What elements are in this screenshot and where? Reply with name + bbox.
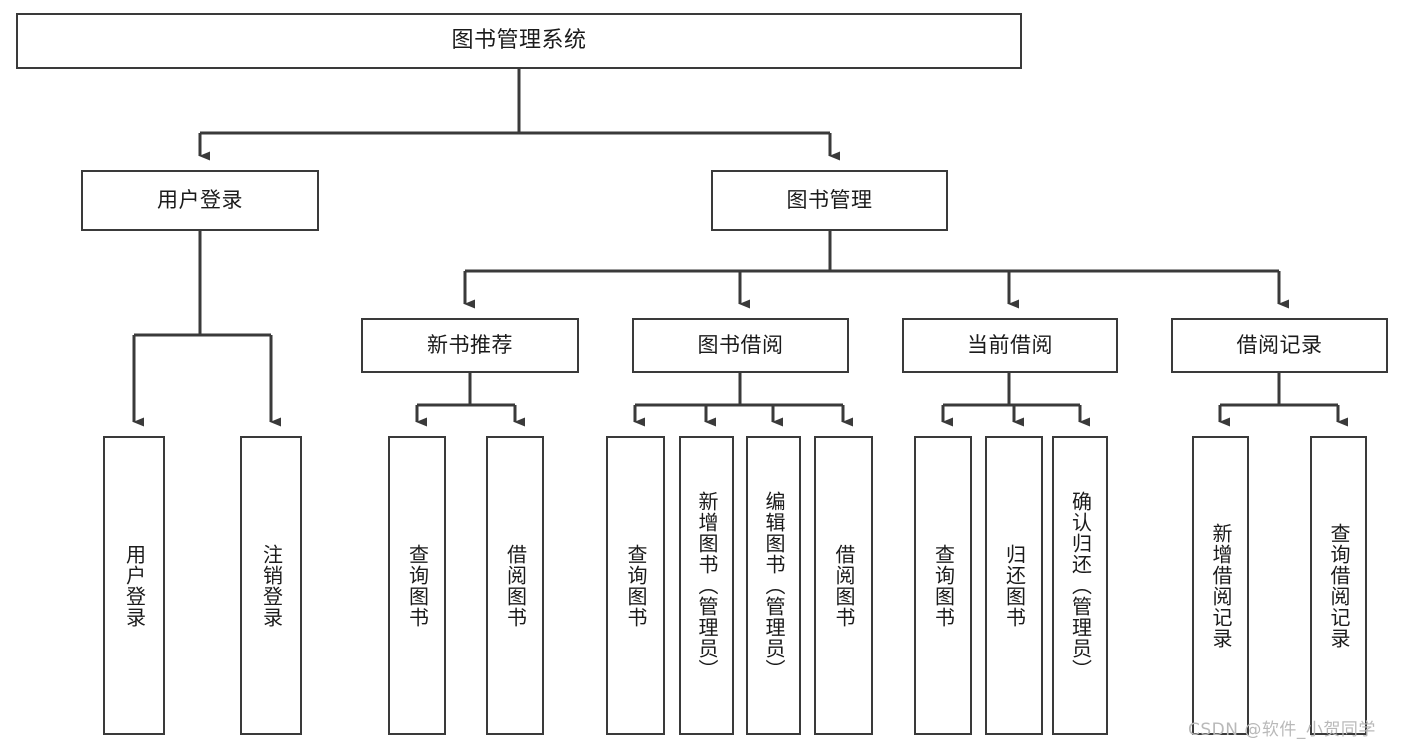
node-label: 用户登录 xyxy=(157,187,243,212)
node-label: 编辑图书（管理员） xyxy=(762,491,786,680)
node-leaf-query-books-borrow[interactable]: 查询图书 xyxy=(606,436,665,735)
node-leaf-return-books[interactable]: 归还图书 xyxy=(985,436,1043,735)
node-root-book-management-system[interactable]: 图书管理系统 xyxy=(16,13,1022,69)
node-leaf-add-borrow-record[interactable]: 新增借阅记录 xyxy=(1192,436,1249,735)
node-leaf-borrow-books-newbook[interactable]: 借阅图书 xyxy=(486,436,544,735)
csdn-watermark: CSDN @软件_小贺同学 xyxy=(1188,720,1376,740)
node-label: 图书管理 xyxy=(786,187,873,212)
node-leaf-add-book-admin[interactable]: 新增图书（管理员） xyxy=(679,436,734,735)
node-leaf-edit-book-admin[interactable]: 编辑图书（管理员） xyxy=(746,436,801,735)
node-label: 图书借阅 xyxy=(697,332,784,357)
node-current-borrowing[interactable]: 当前借阅 xyxy=(902,318,1118,373)
node-new-book-recommendation[interactable]: 新书推荐 xyxy=(361,318,579,373)
node-user-login[interactable]: 用户登录 xyxy=(81,170,319,231)
node-leaf-query-books-newbook[interactable]: 查询图书 xyxy=(388,436,446,735)
node-label: 查询图书 xyxy=(405,543,430,628)
node-leaf-confirm-return-admin[interactable]: 确认归还（管理员） xyxy=(1052,436,1108,735)
node-leaf-query-books-current[interactable]: 查询图书 xyxy=(914,436,972,735)
node-leaf-query-borrow-record[interactable]: 查询借阅记录 xyxy=(1310,436,1367,735)
node-book-borrowing[interactable]: 图书借阅 xyxy=(632,318,849,373)
node-label: 确认归还（管理员） xyxy=(1068,491,1093,680)
node-label: 归还图书 xyxy=(1002,543,1027,628)
node-label: 借阅图书 xyxy=(832,543,856,628)
node-label: 注销登录 xyxy=(259,543,284,628)
node-label: 查询图书 xyxy=(931,543,956,628)
node-label: 借阅记录 xyxy=(1236,332,1323,357)
node-label: 查询借阅记录 xyxy=(1327,522,1351,649)
node-label: 查询图书 xyxy=(624,543,648,628)
node-book-management[interactable]: 图书管理 xyxy=(711,170,948,231)
node-borrow-records[interactable]: 借阅记录 xyxy=(1171,318,1388,373)
node-label: 新书推荐 xyxy=(427,332,513,357)
node-label: 用户登录 xyxy=(122,543,147,628)
node-leaf-user-login[interactable]: 用户登录 xyxy=(103,436,165,735)
node-label: 新增图书（管理员） xyxy=(695,491,719,680)
node-label: 当前借阅 xyxy=(967,332,1053,357)
node-label: 借阅图书 xyxy=(503,543,528,628)
node-leaf-borrow-books[interactable]: 借阅图书 xyxy=(814,436,873,735)
node-label: 新增借阅记录 xyxy=(1209,522,1233,649)
node-label: 图书管理系统 xyxy=(451,27,587,53)
node-leaf-logout[interactable]: 注销登录 xyxy=(240,436,302,735)
